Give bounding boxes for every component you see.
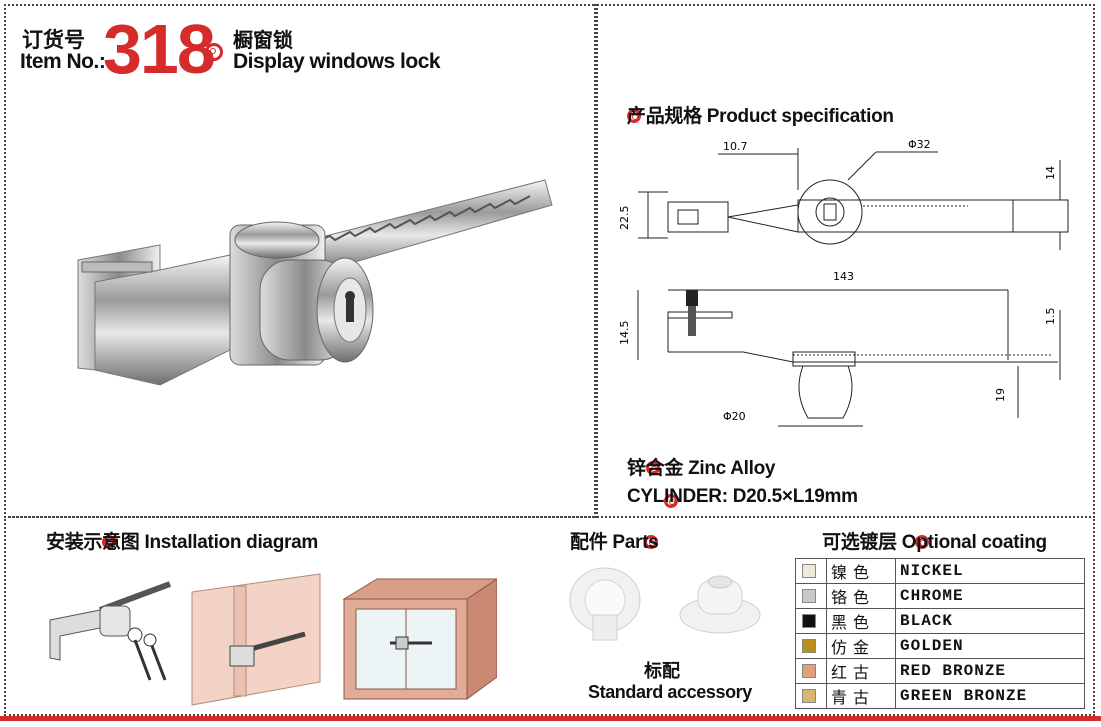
- coating-row: 黑色 BLACK: [795, 608, 1085, 634]
- coating-en: GREEN BRONZE: [895, 683, 1085, 709]
- bullet-icon: [205, 43, 223, 61]
- color-swatch: [802, 688, 816, 703]
- dim-text: 14.5: [618, 321, 631, 346]
- coating-row: 青古 GREEN BRONZE: [795, 683, 1085, 709]
- accessory-bushing-image: [569, 567, 761, 641]
- coating-row: 铬色 CHROME: [795, 583, 1085, 609]
- parts-caption-cn: 标配: [644, 661, 680, 682]
- installation-title: 安装示意图 Installation diagram: [46, 532, 318, 553]
- material-label: 锌合金 Zinc Alloy: [627, 458, 776, 479]
- color-swatch: [802, 638, 816, 653]
- coating-row: 仿金 GOLDEN: [795, 633, 1085, 659]
- bottom-panel: [4, 516, 1095, 716]
- coating-cn: 镍色: [826, 558, 896, 584]
- installation-lock-keys-image: [49, 581, 172, 681]
- color-swatch: [802, 563, 816, 578]
- bullet-icon: [627, 109, 642, 123]
- color-swatch: [802, 663, 816, 678]
- product-name-en: Display windows lock: [233, 50, 441, 73]
- bullet-icon: [914, 535, 929, 549]
- color-swatch: [802, 588, 816, 603]
- coating-table: 镍色 NICKEL 铬色 CHROME 黑色 BLACK 仿金 GOLDEN 红…: [795, 558, 1085, 709]
- coating-en: CHROME: [895, 583, 1085, 609]
- bullet-icon: [664, 494, 679, 508]
- coating-row: 红古 RED BRONZE: [795, 658, 1085, 684]
- coating-cn: 黑色: [826, 608, 896, 634]
- parts-title: 配件 Parts: [570, 532, 659, 553]
- coating-cn: 仿金: [826, 633, 896, 659]
- lock-product-image: [77, 179, 553, 386]
- dim-text: 19: [994, 388, 1007, 402]
- dim-text: 143: [833, 270, 854, 283]
- coating-cn: 红古: [826, 658, 896, 684]
- bullet-icon: [644, 535, 659, 549]
- color-swatch: [802, 613, 816, 628]
- product-name-cn: 橱窗锁: [233, 28, 293, 52]
- coating-title: 可选镀层 Optional coating: [822, 532, 1047, 553]
- coating-cn: 青古: [826, 683, 896, 709]
- dim-text: Φ32: [908, 138, 931, 151]
- bullet-icon: [645, 461, 660, 475]
- installation-glass-door-image: [191, 573, 321, 706]
- item-no-label: Item No.:: [20, 50, 106, 73]
- dim-text: 22.5: [618, 206, 631, 231]
- dim-text: Φ20: [723, 410, 746, 423]
- bullet-icon: [101, 535, 116, 549]
- dim-text: 10.7: [723, 140, 748, 153]
- coating-en: BLACK: [895, 608, 1085, 634]
- dim-text: 1.5: [1044, 308, 1057, 326]
- parts-caption-en: Standard accessory: [588, 682, 752, 702]
- coating-en: RED BRONZE: [895, 658, 1085, 684]
- coating-en: NICKEL: [895, 558, 1085, 584]
- item-number: 318: [103, 10, 216, 88]
- coating-en: GOLDEN: [895, 633, 1085, 659]
- installation-cabinet-image: [342, 578, 497, 700]
- coating-row: 镍色 NICKEL: [795, 558, 1085, 584]
- cylinder-label: CYLINDER: D20.5×L19mm: [627, 486, 858, 507]
- spec-drawing: 10.7 Φ32 14 22.5 143 1.5 14.5 19 Φ20: [618, 138, 1069, 427]
- bottom-accent-rule: [0, 716, 1101, 721]
- order-no-cn: 订货号: [22, 28, 85, 52]
- coating-cn: 铬色: [826, 583, 896, 609]
- dim-text: 14: [1044, 166, 1057, 180]
- spec-title: 产品规格 Product specification: [627, 106, 894, 127]
